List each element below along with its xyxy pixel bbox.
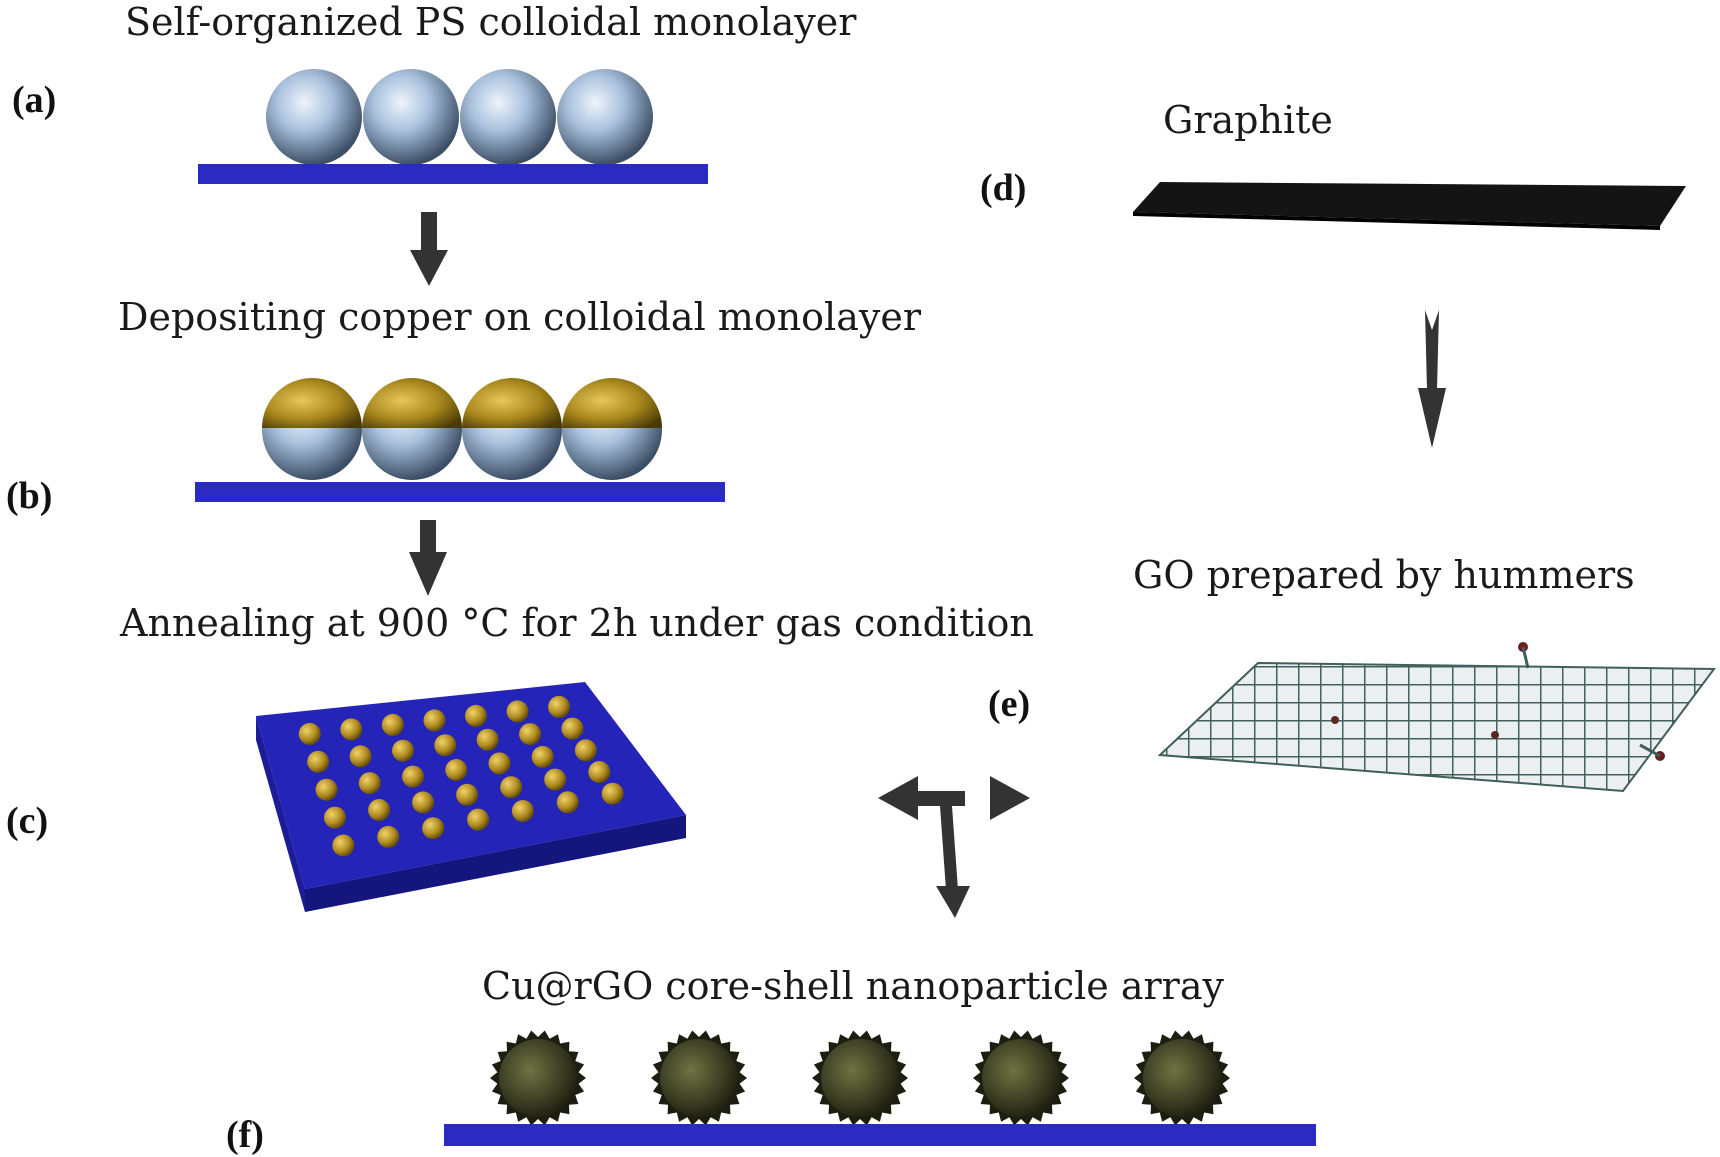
copper-nanoparticle: [412, 791, 435, 814]
copper-nanoparticle: [349, 745, 372, 768]
copper-nanoparticle: [392, 739, 414, 762]
copper-nanoparticle: [445, 759, 468, 781]
copper-capped-sphere: [562, 378, 662, 480]
step-e: GO prepared by hummers (e): [988, 553, 1716, 793]
step-c-caption: Annealing at 900 °C for 2h under gas con…: [119, 601, 1034, 645]
copper-capped-sphere: [462, 378, 562, 480]
step-b-caption: Depositing copper on colloidal monolayer: [118, 295, 922, 339]
copper-nanoparticle: [548, 695, 571, 718]
ps-sphere-row: [266, 69, 653, 165]
copper-nanoparticle: [307, 750, 330, 773]
copper-nanoparticle: [506, 700, 529, 723]
step-e-label: (e): [988, 683, 1030, 725]
copper-nanoparticle: [434, 734, 457, 757]
copper-nanoparticle-array: [298, 695, 624, 857]
copper-nanoparticle: [574, 739, 597, 762]
copper-nanoparticle: [467, 808, 490, 831]
step-f-caption: Cu@rGO core-shell nanoparticle array: [482, 964, 1224, 1008]
core-shell-nanoparticle: [812, 1030, 908, 1126]
step-e-caption: GO prepared by hummers: [1133, 553, 1635, 597]
step-a-caption: Self-organized PS colloidal monolayer: [125, 0, 857, 44]
core-shell-nanoparticle: [490, 1030, 586, 1126]
ps-sphere: [557, 69, 653, 165]
step-f: Cu@rGO core-shell nanoparticle array (f): [226, 964, 1316, 1156]
substrate: [195, 482, 725, 502]
go-mesh-sheet: [1157, 642, 1716, 793]
down-arrow-icon: [410, 212, 448, 286]
copper-nanoparticle: [601, 782, 624, 805]
copper-nanoparticle: [588, 761, 611, 783]
step-a-label: (a): [12, 79, 56, 121]
substrate: [444, 1124, 1316, 1146]
copper-nanoparticle: [519, 723, 542, 746]
copper-nanoparticle: [556, 791, 579, 814]
copper-nanoparticle: [377, 825, 400, 848]
core-shell-nanoparticle: [1134, 1030, 1230, 1126]
step-d: Graphite (d): [980, 98, 1686, 230]
down-arrow-icon: [409, 520, 447, 596]
copper-nanoparticle: [315, 778, 338, 801]
down-arrow-icon: [1418, 310, 1446, 448]
step-b-label: (b): [6, 475, 52, 517]
copper-nanoparticle: [500, 776, 523, 799]
copper-nanoparticle: [422, 817, 445, 840]
ps-sphere: [266, 69, 362, 165]
ps-sphere: [460, 69, 556, 165]
copper-nanoparticle: [488, 752, 511, 775]
step-d-caption: Graphite: [1163, 98, 1333, 142]
copper-nanoparticle: [358, 772, 381, 795]
copper-nanoparticle: [476, 728, 499, 751]
copper-nanoparticle: [531, 745, 554, 768]
copper-capped-sphere-row: [262, 378, 662, 480]
substrate: [198, 164, 708, 184]
copper-nanoparticle: [298, 722, 321, 745]
copper-capped-sphere: [262, 378, 362, 480]
step-c: Annealing at 900 °C for 2h under gas con…: [6, 601, 1034, 912]
step-a: Self-organized PS colloidal monolayer (a…: [12, 0, 857, 184]
copper-nanoparticle: [465, 704, 487, 727]
copper-nanoparticle: [511, 800, 534, 822]
double-headed-arrow-icon: [878, 776, 1030, 918]
copper-nanoparticle: [381, 713, 404, 736]
core-shell-nanoparticle: [973, 1030, 1069, 1126]
graphite-sheet: [1133, 182, 1686, 230]
copper-nanoparticle: [544, 768, 567, 791]
functional-group-dot: [1491, 731, 1499, 739]
step-c-label: (c): [6, 800, 48, 842]
step-f-label: (f): [226, 1114, 264, 1156]
copper-nanoparticle: [423, 709, 446, 732]
copper-nanoparticle: [402, 765, 424, 788]
copper-nanoparticle: [324, 806, 346, 829]
copper-capped-sphere: [362, 378, 462, 480]
copper-nanoparticle: [368, 799, 391, 821]
copper-nanoparticle: [332, 834, 355, 857]
step-b: Depositing copper on colloidal monolayer…: [6, 295, 922, 517]
copper-nanoparticle: [340, 718, 363, 741]
copper-nanoparticle: [456, 783, 479, 806]
ps-sphere: [363, 69, 459, 165]
copper-nanoparticle: [561, 717, 584, 740]
step-d-label: (d): [980, 167, 1026, 209]
core-shell-nanoparticle: [651, 1030, 747, 1126]
core-shell-nanoparticle-row: [490, 1030, 1230, 1126]
functional-group-dot: [1331, 716, 1339, 724]
